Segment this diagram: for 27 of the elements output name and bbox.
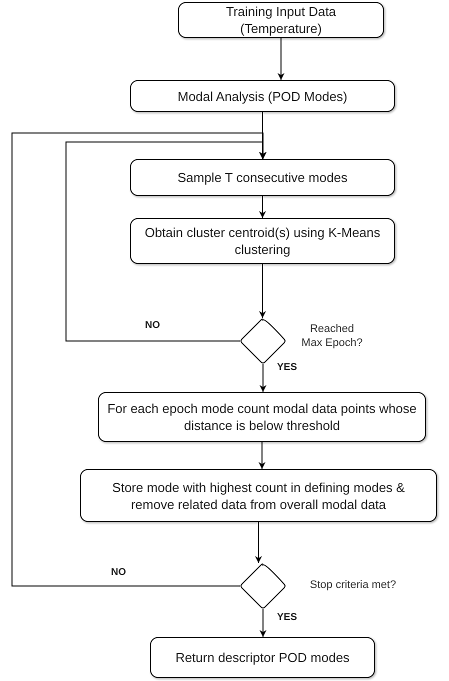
decision-diamond (240, 564, 286, 608)
process-box (178, 2, 384, 38)
decision-question: Stop criteria met? (310, 578, 396, 592)
arrow (278, 38, 284, 80)
box-text: For each epoch mode count modal data points whose distance is below threshold (107, 400, 417, 434)
decision-diamond (240, 318, 286, 364)
arrow (255, 522, 262, 564)
arrow (258, 442, 266, 470)
process-box (98, 392, 426, 442)
process-box (130, 218, 395, 264)
process-box (130, 159, 395, 196)
box-text: Modal Analysis (POD Modes) (178, 88, 348, 104)
box-text: Store mode with highest count in defining modes & remove related data from overall modal data (111, 478, 406, 512)
arrow (259, 264, 266, 318)
arrow (260, 364, 266, 392)
box-text: Return descriptor POD modes (175, 649, 350, 666)
arrow (259, 112, 266, 160)
process-box (150, 637, 375, 678)
process-box (80, 469, 437, 522)
box-text: Obtain cluster centroid(s) using K-Means clustering (144, 224, 382, 258)
decision-question: Reached Max Epoch? (300, 322, 364, 350)
box-text: Training Input Data (Temperature) (224, 3, 338, 37)
process-box (130, 80, 395, 112)
box-text: Sample T consecutive modes (177, 169, 348, 186)
arrow (12, 132, 266, 586)
arrow (259, 196, 266, 218)
arrow (260, 608, 266, 638)
